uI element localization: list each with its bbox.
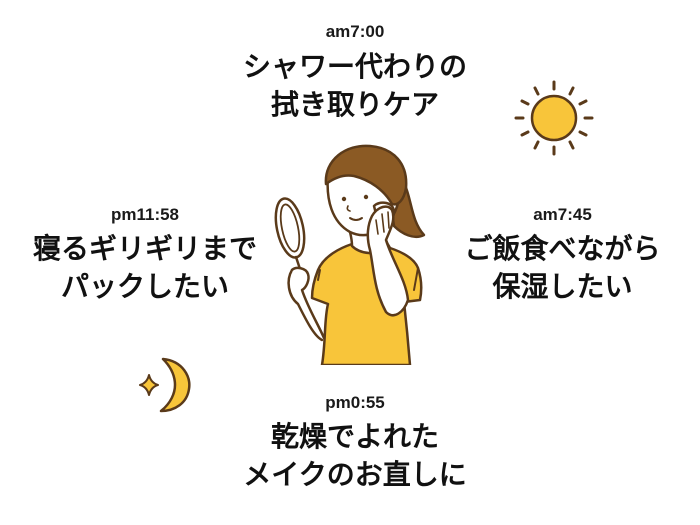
caption-line-1: シャワー代わりの bbox=[242, 50, 467, 83]
sun-icon bbox=[514, 80, 594, 156]
caption-line-2: 保湿したい bbox=[492, 270, 633, 303]
entry-breakfast-moisturize: am7:45 ご飯食べながら 保湿したい bbox=[425, 205, 700, 306]
caption-line-1: 寝るギリギリまで bbox=[32, 232, 257, 265]
entry-morning-wipe: am7:00 シャワー代わりの 拭き取りケア bbox=[210, 22, 500, 124]
woman-with-mirror-illustration bbox=[274, 144, 426, 365]
crescent-moon-icon bbox=[139, 357, 191, 413]
caption-line-2: パックしたい bbox=[60, 270, 229, 303]
caption-line-1: 乾燥でよれた bbox=[270, 420, 439, 453]
time-label: am7:45 bbox=[533, 205, 592, 224]
time-label: pm0:55 bbox=[325, 393, 385, 412]
sparkle-star-icon bbox=[139, 374, 159, 396]
entry-noon-touchup: pm0:55 乾燥でよれた メイクのお直しに bbox=[210, 393, 500, 494]
time-label: pm11:58 bbox=[110, 205, 180, 224]
caption-line-2: メイクのお直しに bbox=[243, 458, 467, 491]
caption-line-2: 拭き取りケア bbox=[270, 88, 439, 121]
entry-night-pack: pm11:58 寝るギリギリまで パックしたい bbox=[5, 205, 285, 306]
caption-line-1: ご飯食べながら bbox=[464, 232, 661, 265]
time-label: am7:00 bbox=[325, 22, 385, 41]
